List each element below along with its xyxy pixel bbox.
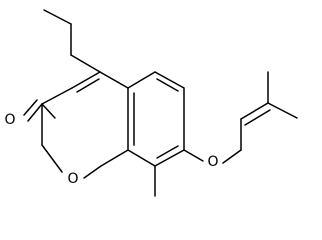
bond-c5-c6-double [156,78,179,92]
bond-c2-carbonyl-double [23,99,38,116]
bond-c2-carbonyl [27,103,43,122]
bond-c8-c8a [127,149,156,167]
bond-ether-oxygen-ch2 [222,149,242,164]
bond-c7-c8-double [156,145,179,159]
ring-oxygen-label: O [67,171,78,187]
bond-lower-to-ring-oxygen [41,144,63,173]
bond-propyl-c1-c4 [70,54,101,73]
carbonyl-oxygen-label: O [4,112,15,128]
bond-c3-c2 [41,87,73,105]
bond-c2-ring-oxygen [41,103,56,119]
bond-ch-c [240,102,269,120]
molecule-drawing: O O O [2,9,298,197]
bond-c4-c4a [99,71,129,89]
bond-c8a-c8 [100,149,129,167]
carbonyl-oxygen-bg [2,110,18,128]
bond-ch-c-double [244,109,271,126]
bond-c4-c3 [71,71,101,89]
bond-c-methyl-b [267,102,298,119]
ether-oxygen-bg [205,153,221,171]
bond-c4-c3-double [76,78,100,93]
ring-oxygen-bg [65,170,81,188]
bond-ring-oxygen-c8a [83,165,102,179]
bond-c4a-c5 [127,71,156,89]
structure-canvas: O O O [2,9,298,197]
bond-c7-ether-oxygen [183,149,204,162]
bond-propyl-c3-c2 [43,9,72,25]
ether-oxygen-label: O [207,154,218,170]
bond-c7-c8 [154,149,185,167]
bond-c5-c6 [154,71,185,89]
